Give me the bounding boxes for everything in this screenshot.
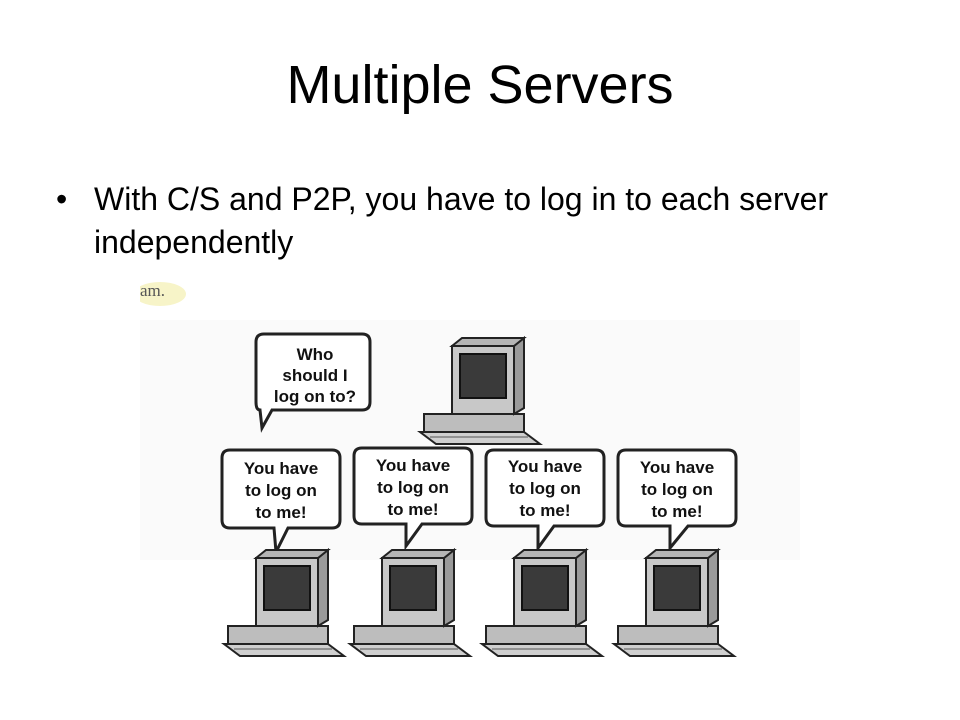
server-computer-3-icon [481,549,603,657]
server-3-bubble-line-2: to log on [509,479,581,498]
server-4-bubble-line-1: You have [640,458,714,477]
client-bubble-line-3: log on to? [274,387,356,406]
server-2-bubble-line-2: to log on [377,478,449,497]
server-computer-1-icon [223,549,345,657]
server-3-bubble-line-3: to me! [520,501,571,520]
scan-fragment-text: am. [140,281,165,300]
server-1-bubble-line-1: You have [244,459,318,478]
server-4-bubble-line-3: to me! [652,502,703,521]
server-speech-bubble-1: You have to log on to me! [220,448,342,558]
slide-title: Multiple Servers [286,55,674,115]
bullet-item: • With C/S and P2P, you have to log in t… [56,178,876,264]
client-bubble-line-2: should I [282,366,347,385]
server-speech-bubble-4: You have to log on to me! [616,448,738,553]
bullet-text: With C/S and P2P, you have to log in to … [94,181,829,261]
server-1-bubble-line-3: to me! [256,503,307,522]
bullet-marker: • [56,181,68,217]
server-1-bubble-line-2: to log on [245,481,317,500]
server-2-bubble-line-1: You have [376,456,450,475]
client-bubble-line-1: Who [297,345,334,364]
server-4-bubble-line-2: to log on [641,480,713,499]
server-3-bubble-line-1: You have [508,457,582,476]
client-speech-bubble: Who should I log on to? [254,332,372,433]
server-2-bubble-line-3: to me! [388,500,439,519]
server-speech-bubble-3: You have to log on to me! [484,448,606,553]
server-computer-2-icon [349,549,471,657]
server-computer-4-icon [613,549,735,657]
multiple-servers-figure: am. Who should I log on to? You have to … [140,280,800,660]
server-speech-bubble-2: You have to log on to me! [352,446,474,551]
